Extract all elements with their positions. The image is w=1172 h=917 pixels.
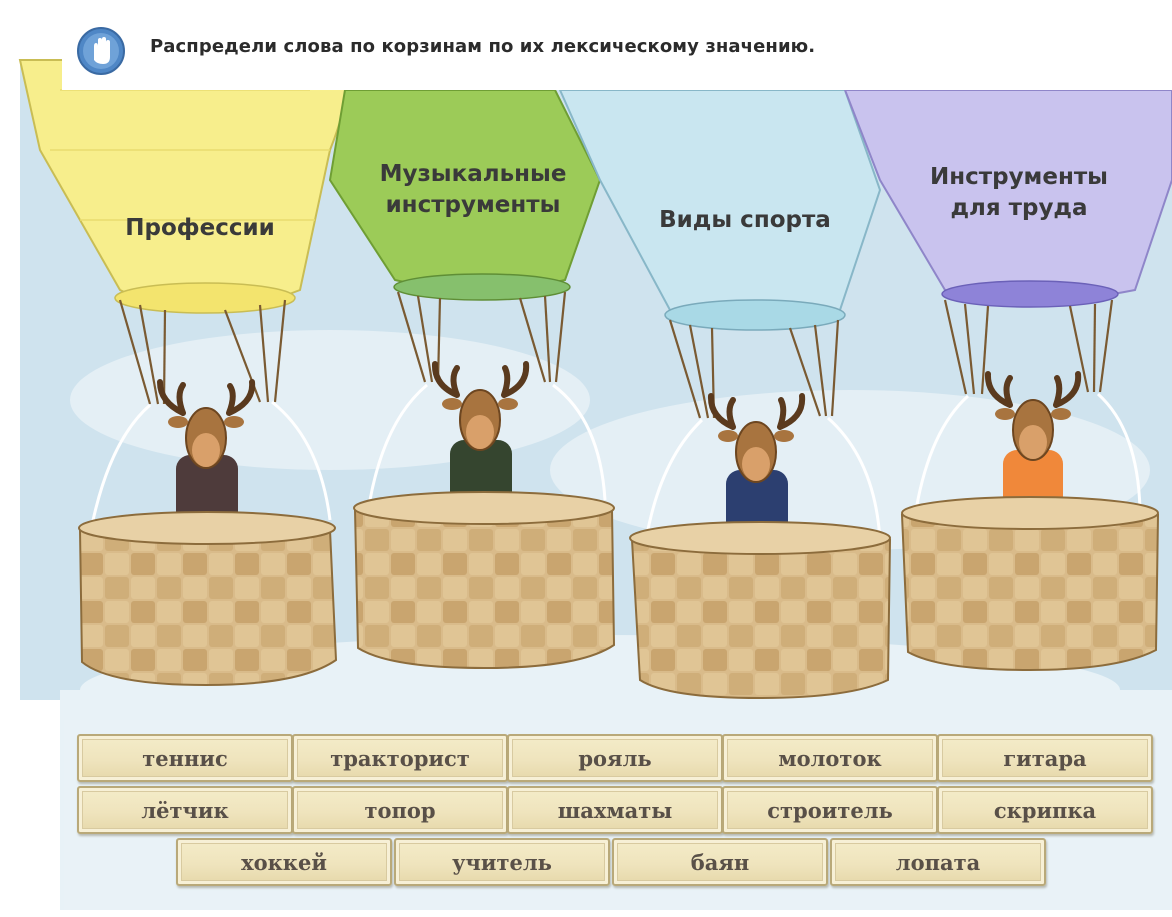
balloon-label-sports: Виды спорта: [659, 207, 831, 233]
hand-icon: [77, 27, 125, 75]
word-card-tennis[interactable]: теннис: [77, 734, 293, 782]
word-card-violin[interactable]: скрипка: [937, 786, 1153, 834]
balloon-ropes: [396, 291, 567, 383]
word-card-hockey[interactable]: хоккей: [176, 838, 392, 886]
balloon-sports: [558, 89, 892, 700]
task-header: [62, 0, 1172, 90]
balloon-ropes: [668, 319, 840, 419]
basket: [900, 514, 1160, 672]
word-card-guitar[interactable]: гитара: [937, 734, 1153, 782]
balloon-work-tools: [843, 89, 1172, 672]
moose-icon: [707, 393, 806, 483]
word-card-shovel[interactable]: лопата: [830, 838, 1046, 886]
word-card-piano[interactable]: рояль: [507, 734, 723, 782]
word-card-tractorist[interactable]: тракторист: [292, 734, 508, 782]
moose-icon: [431, 361, 530, 451]
basket: [630, 539, 892, 700]
word-card-pilot[interactable]: лётчик: [77, 786, 293, 834]
word-card-hammer[interactable]: молоток: [722, 734, 938, 782]
balloon-label-professions: Профессии: [125, 215, 275, 241]
moose-icon: [984, 371, 1082, 461]
word-card-axe[interactable]: топор: [292, 786, 508, 834]
moose-icon: [157, 379, 256, 469]
task-instruction: Распредели слова по корзинам по их лекси…: [150, 36, 816, 57]
balloon-ropes: [943, 299, 1114, 395]
balloon-professions: [18, 59, 352, 687]
word-card-builder[interactable]: строитель: [722, 786, 938, 834]
word-card-bayan[interactable]: баян: [612, 838, 828, 886]
basket: [353, 509, 616, 670]
word-card-teacher[interactable]: учитель: [394, 838, 610, 886]
balloon-musical-instruments: [328, 89, 616, 670]
word-card-chess[interactable]: шахматы: [507, 786, 723, 834]
basket: [78, 529, 338, 687]
